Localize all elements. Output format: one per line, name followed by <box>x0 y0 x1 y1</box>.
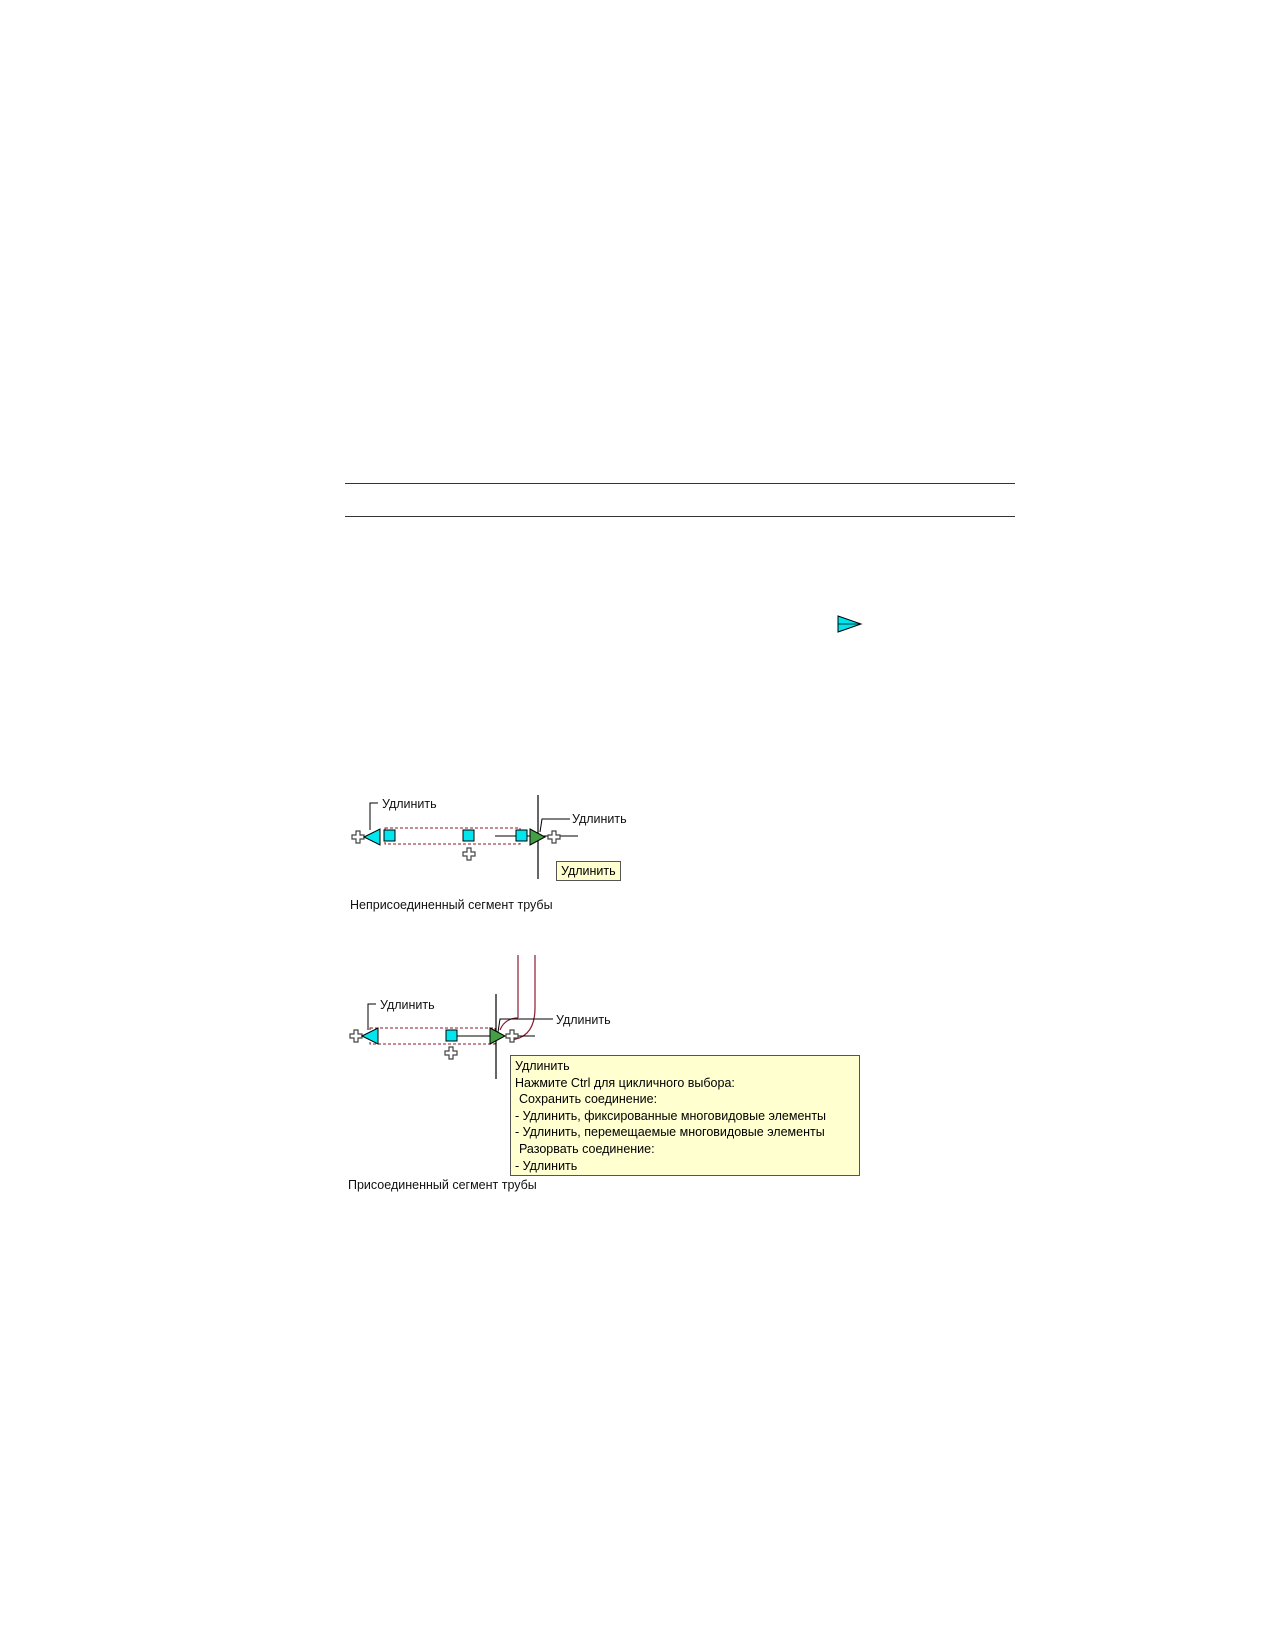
tooltip-line: Удлинить <box>515 1059 570 1073</box>
tooltip-lengthen: Удлинить <box>556 861 621 881</box>
plus-grip-icon[interactable] <box>444 1046 458 1060</box>
label-lengthen-right: Удлинить <box>572 812 627 826</box>
tooltip-line: Разорвать соединение: <box>519 1141 655 1156</box>
figure-1-caption: Неприсоединенный сегмент трубы <box>350 898 553 912</box>
plus-grip-icon[interactable] <box>462 847 476 861</box>
plus-grip-icon[interactable] <box>351 830 365 844</box>
lengthen-grip-left[interactable] <box>362 828 381 846</box>
leader-right <box>539 818 570 833</box>
tooltip-line: Сохранить соединение: <box>519 1092 658 1107</box>
plus-grip-icon[interactable] <box>505 1029 519 1043</box>
lengthen-grip-flag-icon <box>837 615 863 633</box>
lengthen-grip-right[interactable] <box>529 828 547 846</box>
label-lengthen-right: Удлинить <box>556 1013 611 1027</box>
leader-left <box>369 802 378 830</box>
location-grip-icon[interactable] <box>445 1029 458 1042</box>
header-rule-bottom <box>345 516 1015 517</box>
location-grip-icon[interactable] <box>462 829 475 842</box>
location-grip-icon[interactable] <box>383 829 396 842</box>
tooltip-line: - Удлинить <box>515 1158 578 1173</box>
figure-2-caption: Присоединенный сегмент трубы <box>348 1178 537 1192</box>
plus-grip-icon[interactable] <box>349 1029 363 1043</box>
figure-1-drawing: Удлинить Удлинить <box>351 795 627 879</box>
tooltip-cycle-options: Удлинить Нажмите Ctrl для цикличного выб… <box>510 1055 860 1176</box>
lengthen-grip-left[interactable] <box>360 1027 379 1045</box>
header-rule-top <box>345 483 1015 484</box>
location-grip-icon[interactable] <box>515 829 528 842</box>
label-lengthen-left: Удлинить <box>382 797 437 811</box>
lengthen-grip-right[interactable] <box>489 1027 507 1045</box>
label-lengthen-left: Удлинить <box>380 998 435 1012</box>
tooltip-line: - Удлинить, перемещаемые многовидовые эл… <box>515 1125 825 1140</box>
tooltip-line: - Удлинить, фиксированные многовидовые э… <box>515 1108 827 1123</box>
plus-grip-icon[interactable] <box>547 830 561 844</box>
tooltip-line: Нажмите Ctrl для цикличного выбора: <box>515 1075 735 1090</box>
leader-right <box>497 1018 553 1033</box>
leader-left <box>367 1003 376 1030</box>
figure-2-drawing: Удлинить Удлинить <box>349 955 611 1079</box>
